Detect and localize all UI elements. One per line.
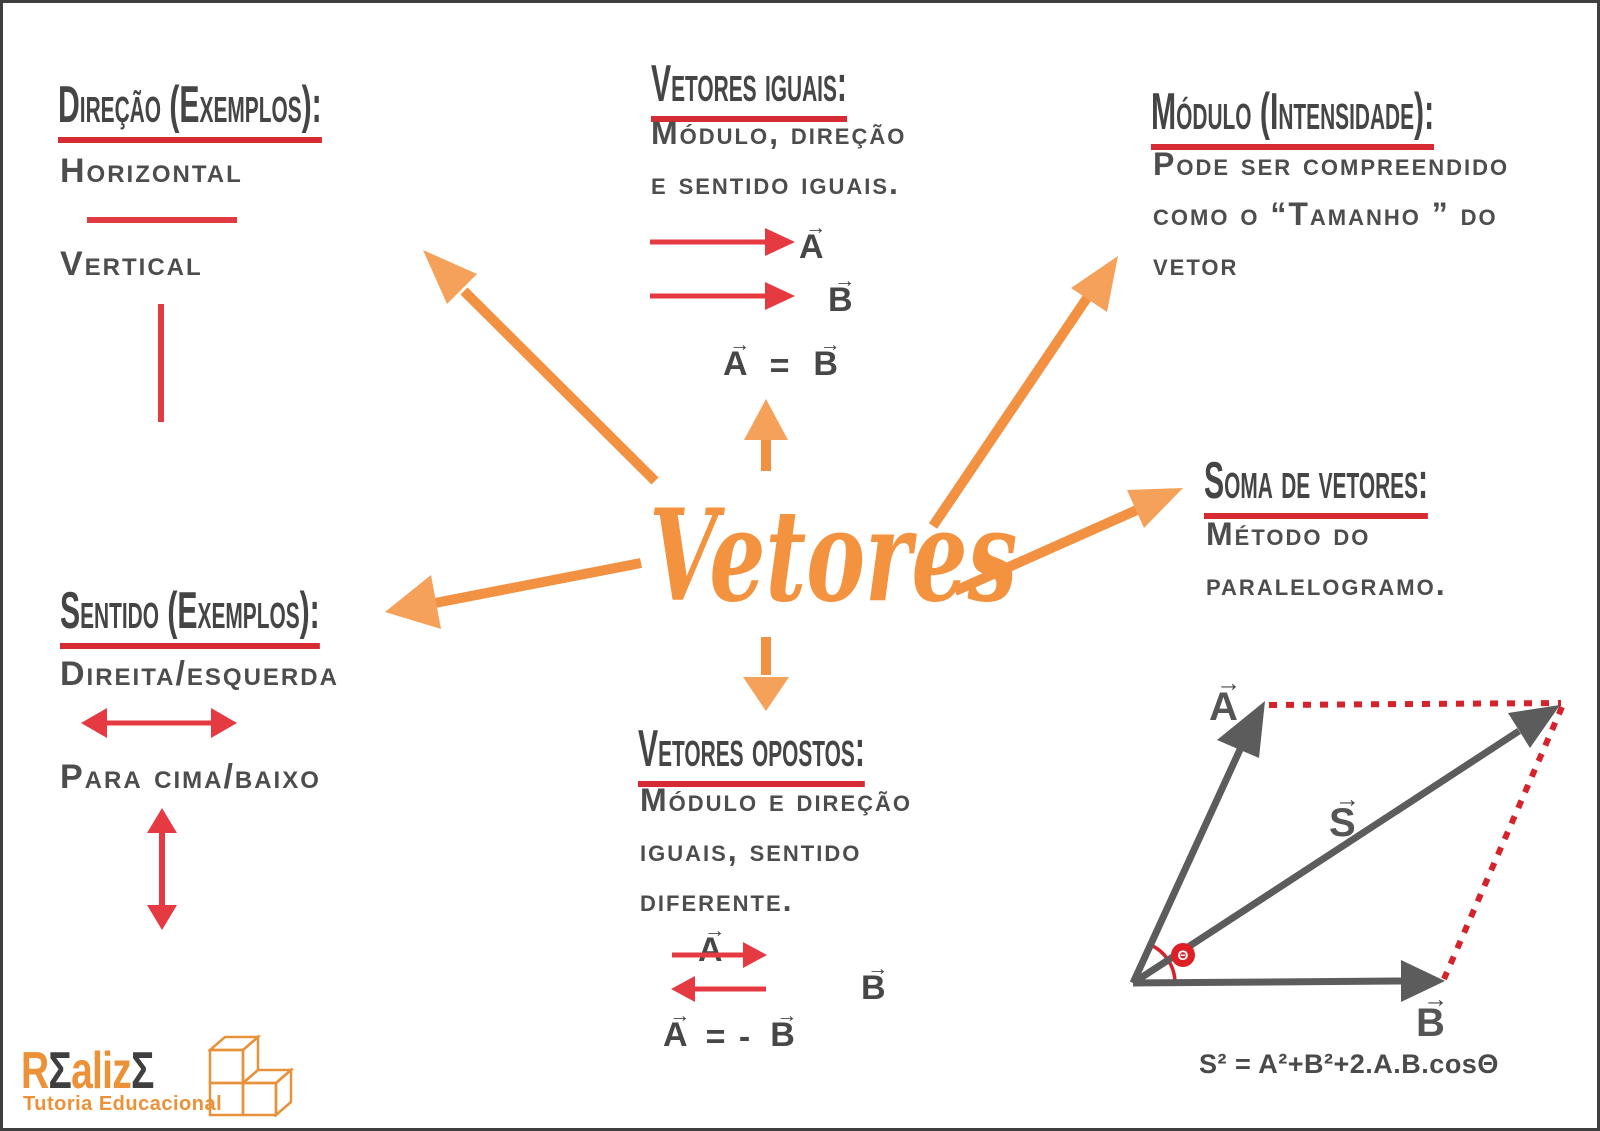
direcao-item-horizontal: Horizontal xyxy=(60,152,243,190)
iguais-eq-left: A xyxy=(723,347,748,381)
iguais-eq-right: B xyxy=(813,347,838,381)
diagram-vector-b xyxy=(1132,960,1445,1002)
opostos-eq-op: = - xyxy=(705,1018,753,1056)
brand-part1: R xyxy=(21,1042,49,1100)
iguais-title: Vetores iguais: xyxy=(651,58,989,122)
brand-logo-text: RΣalizΣ xyxy=(21,1045,154,1097)
sentido-item-cima-baixo: Para cima/baixo xyxy=(60,758,321,796)
iguais-equation: A = B xyxy=(723,347,838,383)
center-node-label: Vetores xyxy=(649,482,1018,630)
dotted-top-line xyxy=(1268,700,1562,708)
iguais-vector-b-label: B xyxy=(828,283,853,317)
brand-part3: aliz xyxy=(71,1042,132,1100)
diagram-vector-a-label: A xyxy=(1209,687,1238,727)
vertical-line-example xyxy=(158,304,164,422)
direcao-title: Direção (Exemplos): xyxy=(58,79,513,143)
soma-desc-line1: Método do xyxy=(1206,516,1371,552)
dotted-right-line xyxy=(1441,705,1565,981)
opostos-desc-line3: diferente. xyxy=(640,882,794,918)
modulo-desc-line3: vetor xyxy=(1153,246,1239,282)
opostos-vector-a-label: A xyxy=(698,933,723,967)
red-arrow-right-icon xyxy=(672,942,767,968)
horizontal-line-example xyxy=(87,217,237,223)
connector-arrow-sentido xyxy=(385,558,642,629)
iguais-vector-a-label: A xyxy=(799,230,824,264)
opostos-desc-line2: iguais, sentido xyxy=(640,832,862,868)
red-arrow-right-a-icon xyxy=(650,228,795,256)
modulo-desc-line1: Pode ser compreendido xyxy=(1153,146,1510,182)
red-arrow-left-icon xyxy=(671,976,766,1002)
brand-tagline: Tutoria Educacional xyxy=(23,1093,223,1115)
iguais-desc-line2: e sentido iguais. xyxy=(651,165,900,201)
modulo-desc-line2: como o “Tamanho ” do xyxy=(1153,196,1498,232)
soma-title: Soma de vetores: xyxy=(1204,455,1590,519)
opostos-desc-line1: Módulo e direção xyxy=(640,782,912,818)
modulo-desc: Pode ser compreendido como o “Tamanho ” … xyxy=(1153,139,1509,289)
connector-arrow-direcao xyxy=(423,250,659,485)
iguais-desc-line1: Módulo, direção xyxy=(651,115,907,151)
iguais-eq-op: = xyxy=(769,347,792,385)
opostos-vector-b-label: B xyxy=(861,971,886,1005)
connector-arrow-soma xyxy=(952,488,1183,596)
diagram-vector-s xyxy=(1131,705,1560,986)
double-arrow-horizontal-icon xyxy=(81,708,237,738)
connector-arrow-opostos xyxy=(743,637,789,711)
cubes-logo-icon xyxy=(208,1034,295,1118)
soma-desc: Método do paralelogramo. xyxy=(1206,509,1447,609)
connector-arrow-modulo xyxy=(928,256,1118,529)
parallelogram-formula: S² = A²+B²+2.A.B.cosΘ xyxy=(1199,1049,1499,1079)
angle-theta-badge: Θ xyxy=(1171,943,1195,967)
direcao-item-vertical: Vertical xyxy=(60,245,203,283)
opostos-equation: A = - B xyxy=(663,1018,795,1054)
diagram-vector-b-label: B xyxy=(1416,1003,1445,1043)
iguais-desc: Módulo, direção e sentido iguais. xyxy=(651,108,906,208)
brand-sigma1: Σ xyxy=(48,1042,72,1100)
diagram-vector-s-label: S xyxy=(1329,803,1356,843)
opostos-desc: Módulo e direção iguais, sentido diferen… xyxy=(640,775,912,925)
brand-sigma2: Σ xyxy=(130,1042,154,1100)
modulo-title: Módulo (Intensidade): xyxy=(1151,86,1597,150)
opostos-title: Vetores opostos: xyxy=(638,723,1029,787)
opostos-eq-right: B xyxy=(770,1018,795,1052)
diagram-vector-a xyxy=(1129,701,1265,985)
red-arrow-right-b-icon xyxy=(650,282,795,310)
sentido-item-direita-esquerda: Direita/esquerda xyxy=(60,655,339,693)
soma-desc-line2: paralelogramo. xyxy=(1206,566,1447,602)
connector-arrow-iguais xyxy=(744,399,788,471)
parallelogram-diagram xyxy=(1129,700,1565,1002)
connector-arrows xyxy=(385,250,1183,711)
double-arrow-vertical-icon xyxy=(147,808,177,930)
opostos-eq-left: A xyxy=(663,1018,688,1052)
sentido-title: Sentido (Exemplos): xyxy=(60,585,508,649)
